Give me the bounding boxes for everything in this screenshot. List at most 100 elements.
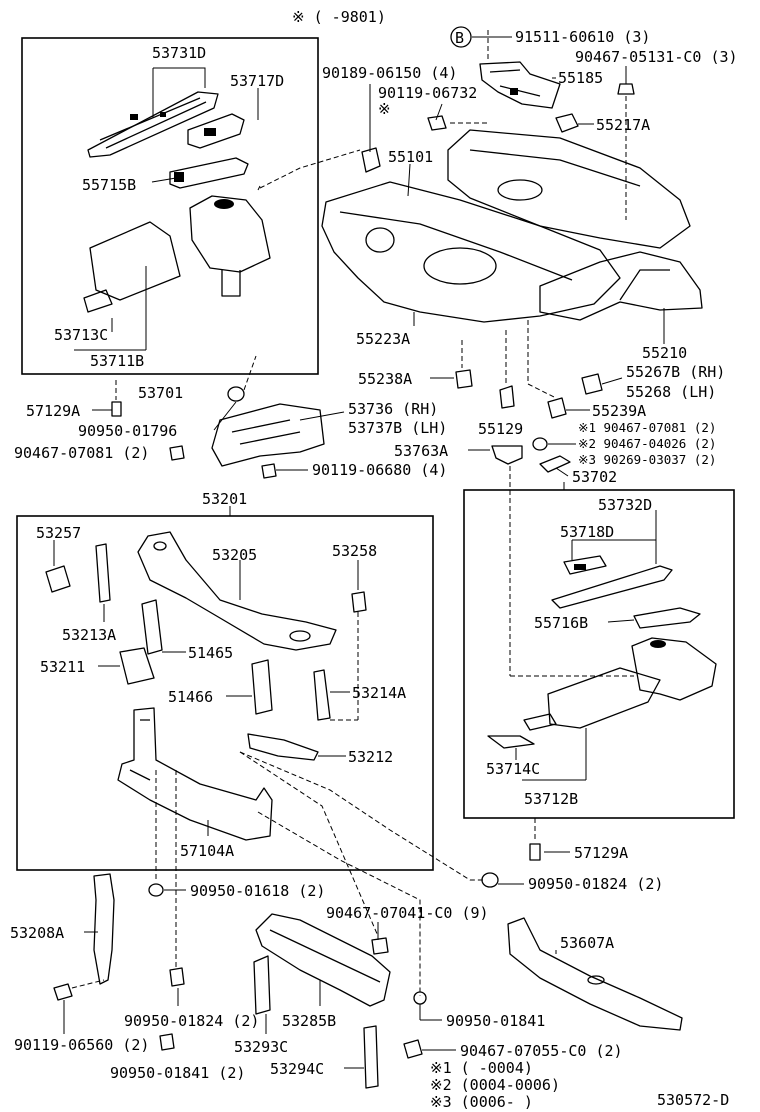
label-53208a: 53208A	[10, 924, 64, 942]
label-90950-01824-right: 90950-01824 (2)	[528, 875, 663, 893]
part-51466	[251, 659, 273, 715]
b-mark: B	[450, 26, 472, 48]
part-90950-01618	[148, 883, 164, 897]
part-90467-07081	[169, 445, 185, 461]
label-55239a: 55239A	[592, 402, 646, 420]
part-90189-06150	[361, 147, 381, 173]
label-90950-01618: 90950-01618 (2)	[190, 882, 325, 900]
label-53711b: 53711B	[90, 352, 144, 370]
label-90119-06732-mark: ※	[378, 100, 391, 118]
label-90467-07041-c0: 90467-07041-C0 (9)	[326, 904, 489, 922]
legend-note-3: ※3 (0006- )	[430, 1093, 533, 1111]
part-53607a	[507, 917, 683, 1031]
label-55715b: 55715B	[82, 176, 136, 194]
label-55716b: 55716B	[534, 614, 588, 632]
part-53712b-assembly	[487, 637, 717, 749]
label-90950-01796: 90950-01796	[78, 422, 177, 440]
part-90950-01841-left	[159, 1033, 175, 1051]
part-53205	[137, 531, 337, 651]
frame-53702-group	[463, 489, 735, 819]
frame-53701-group	[21, 37, 319, 375]
part-55217a	[555, 113, 579, 133]
part-55267b	[581, 373, 603, 395]
part-53211	[119, 647, 155, 685]
part-90467-05131-c0	[617, 83, 635, 95]
part-55185	[479, 61, 561, 109]
label-51465: 51465	[188, 644, 233, 662]
label-90467-05131-c0: 90467-05131-C0 (3)	[575, 48, 738, 66]
label-53731d: 53731D	[152, 44, 206, 62]
label-53213a: 53213A	[62, 626, 116, 644]
part-53293c	[253, 955, 271, 1015]
label-55223a: 55223A	[356, 330, 410, 348]
label-90467-07055-c0: 90467-07055-C0 (2)	[460, 1042, 623, 1060]
part-90950-01841-right	[413, 991, 427, 1005]
legend-note-1: ※1 ( -0004)	[430, 1059, 533, 1077]
part-55129	[499, 385, 515, 409]
part-51465	[141, 599, 163, 655]
label-53732d: 53732D	[598, 496, 652, 514]
diagram-id: 530572-D	[657, 1091, 729, 1109]
label-90189-06150: 90189-06150 (4)	[322, 64, 457, 82]
part-53212	[247, 733, 319, 761]
part-90950-01824-left	[169, 967, 185, 987]
label-53214a: 53214A	[352, 684, 406, 702]
label-55217a: 55217A	[596, 116, 650, 134]
label-90950-01841-right: 90950-01841	[446, 1012, 545, 1030]
label-55267b: 55267B (RH)	[626, 363, 725, 381]
label-55268: 55268 (LH)	[626, 383, 716, 401]
part-55210	[539, 251, 703, 321]
label-55210: 55210	[642, 344, 687, 362]
part-53718d	[563, 555, 607, 575]
label-53701: 53701	[138, 384, 183, 402]
label-90119-06560: 90119-06560 (2)	[14, 1036, 149, 1054]
part-53763a	[491, 445, 523, 465]
label-91511-60610: 91511-60610 (3)	[515, 28, 650, 46]
part-53257	[45, 565, 71, 593]
label-53212: 53212	[348, 748, 393, 766]
label-90467-07081: 90467-07081 (2)	[14, 444, 149, 462]
part-90467-07055-c0	[403, 1039, 423, 1059]
label-90467-04026: ※2 90467-04026 (2)	[578, 436, 716, 451]
label-57129a-top: 57129A	[26, 402, 80, 420]
part-90119-06560	[53, 983, 73, 1001]
part-90467-07041-c0	[371, 937, 389, 955]
label-90269-03037: ※3 90269-03037 (2)	[578, 452, 716, 467]
part-53702-plate	[539, 455, 571, 473]
part-55716b	[633, 607, 701, 629]
part-53213a	[95, 543, 111, 603]
label-53258: 53258	[332, 542, 377, 560]
part-90950-01824-right	[481, 872, 499, 888]
label-53294c: 53294C	[270, 1060, 324, 1078]
label-57104a: 57104A	[180, 842, 234, 860]
label-90467-07081-note1: ※1 90467-07081 (2)	[578, 420, 716, 435]
label-53714c: 53714C	[486, 760, 540, 778]
label-53713c: 53713C	[54, 326, 108, 344]
part-55223a	[321, 181, 621, 323]
part-55238a	[455, 369, 473, 389]
part-53258	[351, 591, 367, 613]
svg-text:B: B	[455, 29, 464, 47]
label-53257: 53257	[36, 524, 81, 542]
label-53293c: 53293C	[234, 1038, 288, 1056]
part-90119-06732	[427, 115, 447, 131]
label-53736: 53736 (RH)	[348, 400, 438, 418]
part-90467-04026	[532, 437, 548, 451]
part-57129a-bottom	[529, 843, 541, 861]
label-53763a: 53763A	[394, 442, 448, 460]
label-90119-06680: 90119-06680 (4)	[312, 461, 447, 479]
part-55715b	[169, 157, 249, 189]
label-53717d: 53717D	[230, 72, 284, 90]
label-55185: 55185	[558, 69, 603, 87]
part-53214a	[313, 669, 331, 721]
label-57129a-bottom: 57129A	[574, 844, 628, 862]
label-51466: 51466	[168, 688, 213, 706]
label-53702: 53702	[572, 468, 617, 486]
label-53205: 53205	[212, 546, 257, 564]
part-53294c	[363, 1025, 379, 1089]
label-90950-01824-left: 90950-01824 (2)	[124, 1012, 259, 1030]
part-57104a	[117, 707, 273, 841]
part-53711b-assembly	[83, 195, 271, 313]
part-90119-06680	[261, 463, 277, 479]
label-53712b: 53712B	[524, 790, 578, 808]
